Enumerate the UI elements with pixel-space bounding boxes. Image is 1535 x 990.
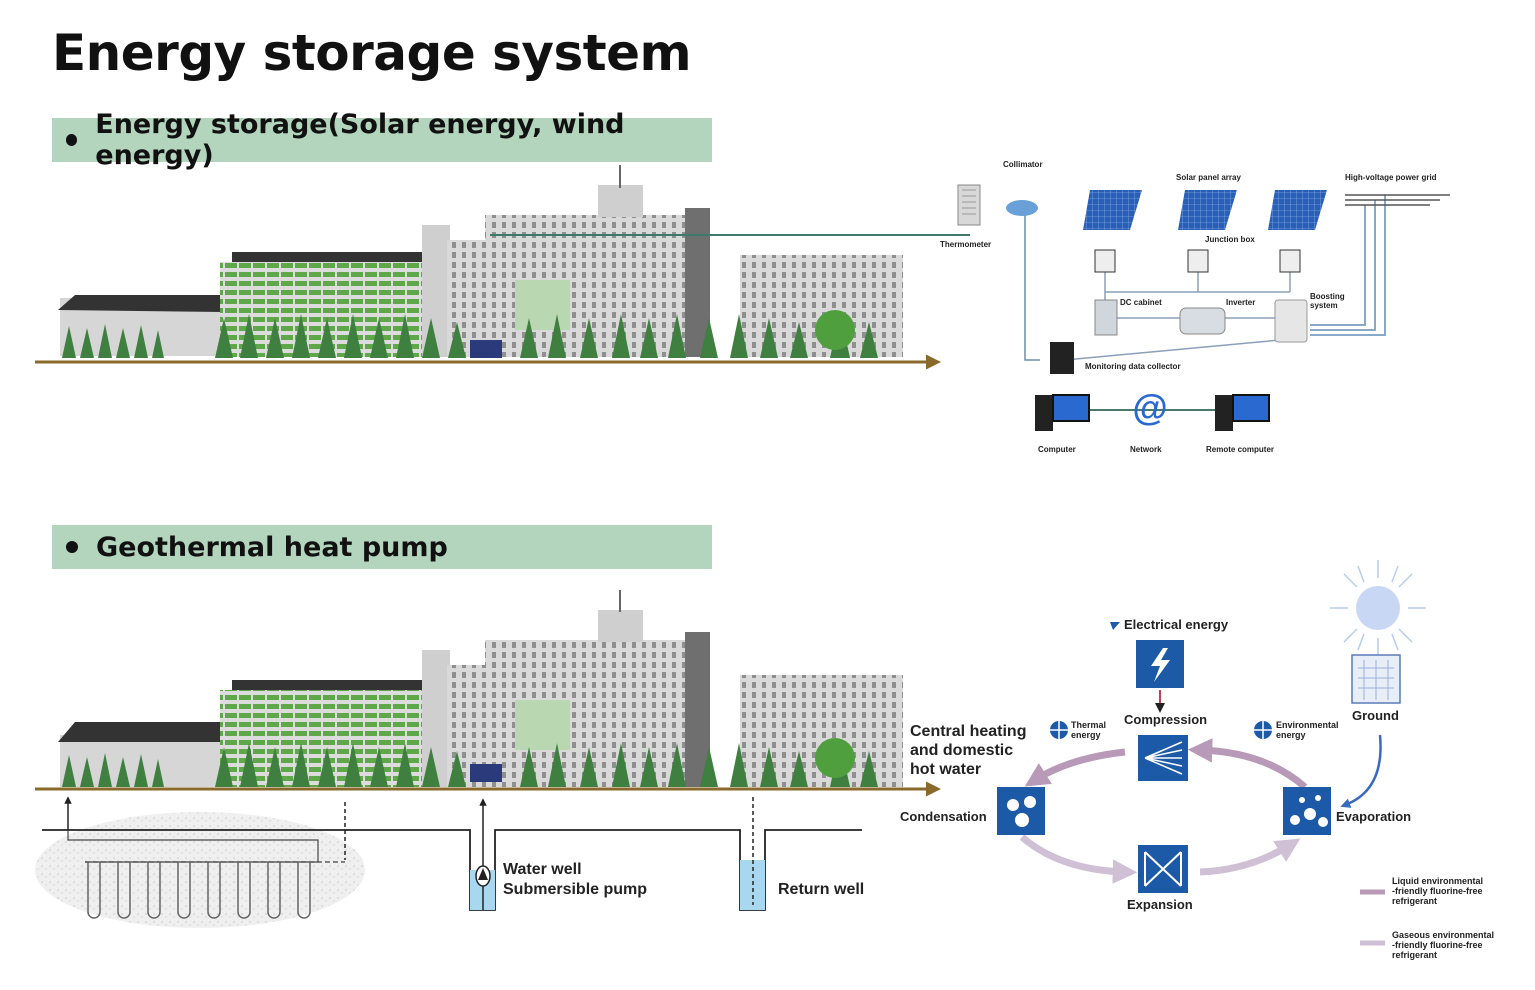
label-environmental-line-1: Environmental bbox=[1276, 720, 1339, 730]
solar-panel-icon bbox=[1268, 190, 1327, 230]
legend-liquid-line-1: Liquid environmental bbox=[1392, 876, 1484, 886]
label-boosting: Boosting system bbox=[1310, 292, 1345, 310]
page-title: Energy storage system bbox=[52, 24, 692, 82]
label-collimator: Collimator bbox=[1003, 160, 1043, 169]
label-inverter: Inverter bbox=[1226, 298, 1256, 307]
return-well bbox=[740, 797, 765, 910]
label-junction-box: Junction box bbox=[1205, 235, 1255, 244]
label-monitor: Monitoring data collector bbox=[1085, 362, 1181, 371]
electrical-bullet-icon bbox=[1110, 622, 1120, 630]
label-compression: Compression bbox=[1124, 712, 1208, 727]
sun-icon bbox=[1330, 560, 1426, 656]
label-submersible-pump: Submersible pump bbox=[503, 881, 648, 898]
solar-panel-icon bbox=[1083, 190, 1142, 230]
section-heading-storage: Energy storage(Solar energy, wind energy… bbox=[52, 109, 712, 171]
label-central-heating: Central heating and domestic hot water bbox=[910, 722, 1026, 779]
condensation-icon bbox=[997, 787, 1045, 835]
campus-illustration-top bbox=[58, 165, 970, 358]
solar-panel-icon bbox=[1178, 190, 1237, 230]
label-thermal-line-1: Thermal bbox=[1071, 720, 1107, 730]
section-heading-geothermal-text: Geothermal heat pump bbox=[96, 531, 448, 563]
label-evaporation: Evaporation bbox=[1336, 809, 1412, 824]
legend-gas-line-2: -friendly fluorine-free bbox=[1392, 940, 1483, 950]
thermal-energy-icon bbox=[1050, 721, 1068, 739]
bullet-icon bbox=[66, 134, 78, 146]
label-thermal-line-2: energy bbox=[1071, 730, 1101, 740]
label-thermal-energy: Thermal energy bbox=[1071, 720, 1106, 740]
label-environmental-line-2: energy bbox=[1276, 730, 1306, 740]
label-remote-computer: Remote computer bbox=[1206, 445, 1275, 454]
bullet-icon bbox=[66, 541, 78, 553]
label-central-line-1: Central heating bbox=[910, 723, 1027, 740]
section-heading-storage-text: Energy storage(Solar energy, wind energy… bbox=[95, 109, 625, 171]
label-condensation: Condensation bbox=[900, 809, 987, 824]
legend-liquid-line-3: refrigerant bbox=[1392, 896, 1438, 906]
heat-pump-cycle bbox=[997, 560, 1426, 946]
label-water-well: Water well bbox=[503, 861, 582, 878]
legend-gas: Gaseous environmental -friendly fluorine… bbox=[1392, 930, 1494, 960]
environmental-energy-icon bbox=[1254, 721, 1272, 739]
water-well bbox=[470, 798, 495, 910]
label-network: Network bbox=[1130, 445, 1162, 454]
label-expansion: Expansion bbox=[1127, 897, 1193, 912]
label-electrical-energy: Electrical energy bbox=[1124, 617, 1229, 632]
electrical-energy-icon bbox=[1136, 640, 1184, 688]
underground-loop bbox=[35, 796, 862, 928]
label-central-line-2: and domestic bbox=[910, 742, 1014, 759]
label-return-well: Return well bbox=[778, 881, 865, 898]
label-thermometer: Thermometer bbox=[940, 240, 992, 249]
compression-icon bbox=[1138, 735, 1188, 781]
campus-illustration-bottom bbox=[58, 590, 903, 787]
label-central-line-3: hot water bbox=[910, 761, 982, 778]
expansion-icon bbox=[1138, 845, 1188, 893]
legend-liquid: Liquid environmental -friendly fluorine-… bbox=[1392, 876, 1483, 906]
legend-liquid-line-2: -friendly fluorine-free bbox=[1392, 886, 1483, 896]
legend-gas-line-3: refrigerant bbox=[1392, 950, 1438, 960]
label-computer: Computer bbox=[1038, 445, 1076, 454]
label-solar-array: Solar panel array bbox=[1176, 173, 1241, 182]
label-dc-cabinet: DC cabinet bbox=[1120, 298, 1162, 307]
section-heading-geothermal: Geothermal heat pump bbox=[52, 525, 712, 569]
label-ground: Ground bbox=[1352, 708, 1399, 723]
solar-system-schematic: @ bbox=[957, 184, 1450, 431]
label-environmental-energy: Environmental energy bbox=[1276, 720, 1339, 740]
evaporation-icon bbox=[1283, 787, 1331, 835]
legend-gas-line-1: Gaseous environmental bbox=[1392, 930, 1495, 940]
svg-text:@: @ bbox=[1132, 387, 1167, 428]
label-grid: High-voltage power grid bbox=[1345, 173, 1437, 182]
